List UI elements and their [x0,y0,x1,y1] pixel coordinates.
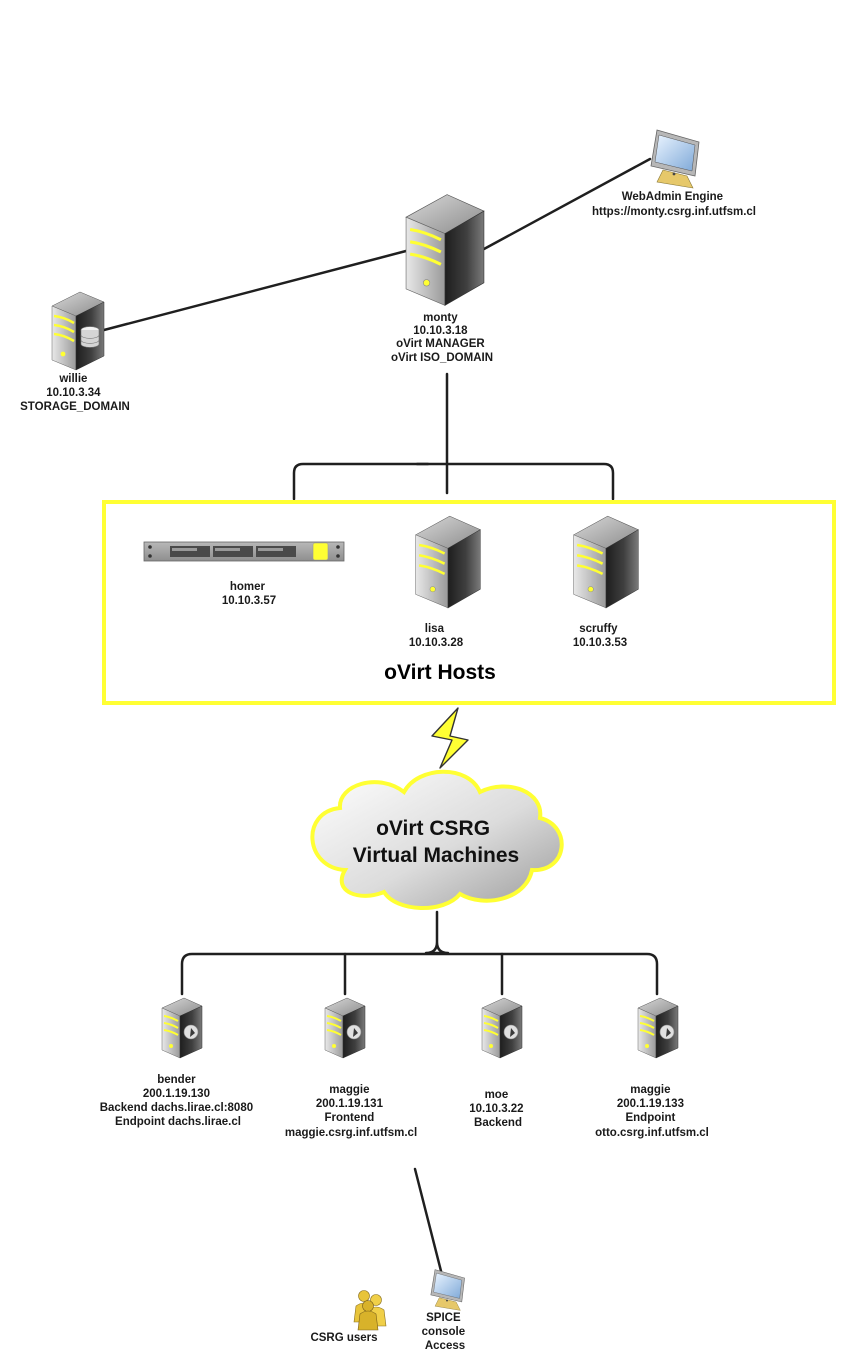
link-willie-monty [102,249,408,332]
label-line: maggie [329,1084,369,1096]
label-line: Access [425,1340,465,1352]
vm-server-icon [637,997,679,1059]
label-line: 10.10.3.53 [573,637,627,649]
node-label: maggie 200.1.19.133 Endpoint otto.csrg.i… [595,1084,709,1139]
node-label: CSRG users [310,1332,377,1344]
label-line: STORAGE_DOMAIN [20,401,130,413]
label-line: lisa [425,623,445,635]
node-label: bender 200.1.19.130 Backend dachs.lirae.… [100,1074,257,1128]
monitor-icon [430,1269,465,1311]
label-line: homer [230,581,266,593]
label-line: WebAdmin Engine [622,191,723,203]
rack-server-icon [143,541,345,562]
monitor-icon [650,129,700,189]
node-webadmin[interactable]: WebAdmin Engine https://monty.csrg.inf.u… [592,129,756,218]
node-label: scruffy 10.10.3.53 [573,623,627,649]
label-line: oVirt CSRG [376,817,490,840]
hosts-group-title: oVirt Hosts [384,661,496,684]
label-line: 200.1.19.131 [316,1098,384,1110]
node-label: willie 10.10.3.34 STORAGE_DOMAIN [20,373,130,413]
label-line: Backend [474,1117,522,1129]
node-scruffy[interactable]: scruffy 10.10.3.53 [572,514,640,649]
cloud-stem [424,910,450,955]
hosts-bus [292,462,615,501]
label-line: Frontend [324,1112,374,1124]
hosts-group: homer 10.10.3.57 lisa 10.10.3.28 scruffy… [102,500,836,705]
node-maggie-endpoint[interactable]: maggie 200.1.19.133 Endpoint otto.csrg.i… [595,997,709,1139]
node-bender[interactable]: bender 200.1.19.130 Backend dachs.lirae.… [100,997,257,1128]
node-monty[interactable]: monty 10.10.3.18 oVirt MANAGER oVirt ISO… [391,193,493,364]
label-line: 10.10.3.28 [409,637,464,649]
node-label: monty 10.10.3.18 oVirt MANAGER oVirt ISO… [391,312,493,364]
storage-server-icon [50,290,106,372]
label-line: 200.1.19.130 [143,1088,210,1100]
node-users[interactable]: CSRG users [310,1290,387,1345]
label-line: otto.csrg.inf.utfsm.cl [595,1127,709,1139]
label-line: console [422,1326,465,1338]
label-line: Endpoint [625,1112,675,1124]
tower-server-icon [572,514,640,610]
node-label: WebAdmin Engine https://monty.csrg.inf.u… [592,191,756,218]
lightning-icon [431,707,469,769]
label-line: Endpoint dachs.lirae.cl [115,1116,241,1128]
tower-server-icon [414,514,482,610]
label-line: monty [423,312,458,324]
label-line: scruffy [579,623,618,635]
label-line: oVirt ISO_DOMAIN [391,352,493,364]
vm-server-icon [324,997,366,1059]
label-line: bender [157,1074,196,1086]
label-line: 10.10.3.34 [46,387,101,399]
node-label: maggie 200.1.19.131 Frontend maggie.csrg… [285,1084,417,1139]
node-moe[interactable]: moe 10.10.3.22 Backend [469,997,527,1129]
label-line: Virtual Machines [353,844,520,867]
node-label: moe 10.10.3.22 Backend [469,1089,527,1129]
label-line: moe [485,1089,509,1101]
label-line: maggie [630,1084,670,1096]
cloud-icon [310,769,564,910]
label-line: 10.10.3.57 [222,595,276,607]
link-monty-webadmin [482,157,652,251]
vm-server-icon [481,997,523,1059]
vm-bus [180,952,659,996]
node-maggie-frontend[interactable]: maggie 200.1.19.131 Frontend maggie.csrg… [285,997,417,1139]
label-line: 10.10.3.18 [413,325,468,337]
node-label: lisa 10.10.3.28 [409,623,464,649]
users-icon [353,1290,387,1331]
label-line: oVirt MANAGER [396,338,485,350]
label-line: SPICE [426,1312,461,1324]
node-willie[interactable]: willie 10.10.3.34 STORAGE_DOMAIN [20,290,130,413]
label-line: 10.10.3.22 [469,1103,523,1115]
cloud-label: oVirt CSRG Virtual Machines [353,817,520,867]
label-line: 200.1.19.133 [617,1098,684,1110]
label-line: willie [58,373,87,385]
node-spice[interactable]: SPICE console Access [422,1269,469,1352]
label-line: https://monty.csrg.inf.utfsm.cl [592,206,756,218]
label-line: Backend dachs.lirae.cl:8080 [100,1102,253,1114]
vm-server-icon [161,997,203,1059]
tower-server-icon [404,193,486,307]
node-lisa[interactable]: lisa 10.10.3.28 [409,514,482,649]
cloud-vm[interactable]: oVirt CSRG Virtual Machines [310,769,564,910]
connection-lines [102,157,659,1273]
label-line: maggie.csrg.inf.utfsm.cl [285,1127,417,1139]
node-homer[interactable]: homer 10.10.3.57 [143,541,345,607]
node-label: SPICE console Access [422,1312,469,1352]
node-label: homer 10.10.3.57 [222,581,276,607]
link-maggie-spice [413,1167,443,1273]
